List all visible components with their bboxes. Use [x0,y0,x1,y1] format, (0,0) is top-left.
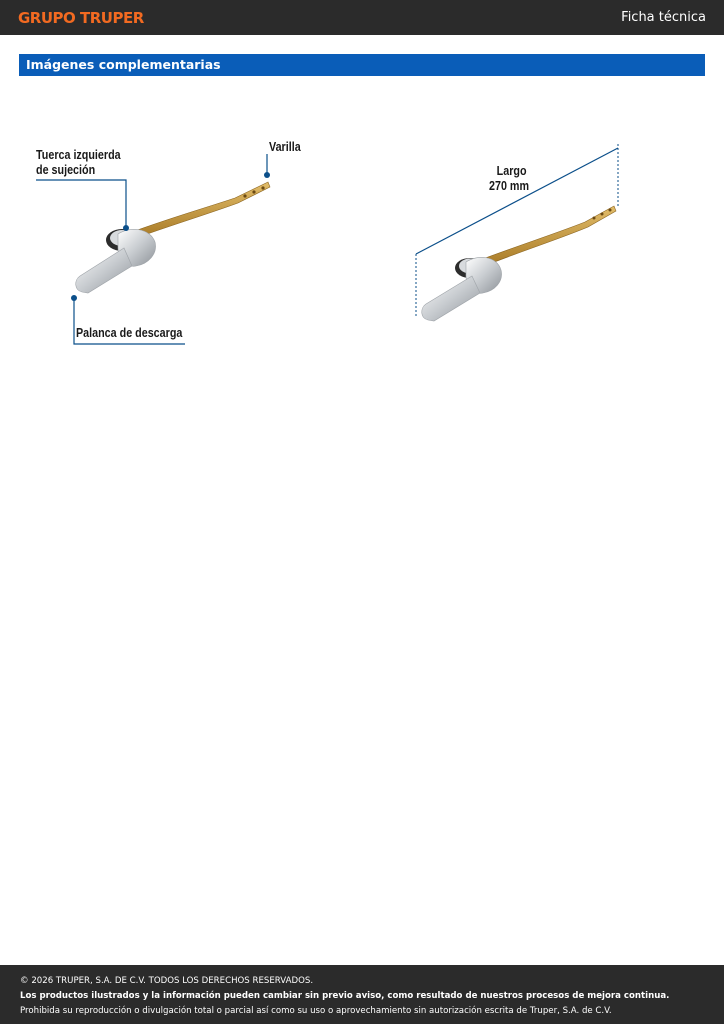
callout-lever-line [71,295,185,345]
lever-body-icon [75,229,156,294]
brand-logo: GRUPO TRUPER [18,8,144,27]
document-type: Ficha técnica [621,10,706,25]
label-nut: Tuerca izquierda de sujeción [36,148,121,178]
label-length: Largo 270 mm [489,164,529,194]
label-nut-line2: de sujeción [36,163,96,177]
dimension-line-icon [415,144,619,316]
callout-nut-line [36,179,129,231]
figure-annotated-parts: Tuerca izquierda de sujeción Varilla Pal… [20,130,310,360]
footer-notice: Los productos ilustrados y la informació… [20,991,670,1001]
rod-icon [479,205,617,267]
flush-lever-dimension-illustration [415,144,619,322]
section-heading: Imágenes complementarias [19,54,705,76]
flush-lever-illustration [36,154,271,345]
label-rod: Varilla [269,140,301,154]
label-nut-line1: Tuerca izquierda [36,148,121,162]
footer: © 2026 TRUPER, S.A. DE C.V. TODOS LOS DE… [0,965,724,1024]
lever-body-icon [421,257,502,322]
callout-rod-line [264,154,270,178]
figure-dimension: Largo 270 mm [400,130,640,340]
label-length-line2: 270 mm [489,179,530,193]
label-length-line1: Largo [496,164,527,178]
footer-copyright: © 2026 TRUPER, S.A. DE C.V. TODOS LOS DE… [20,976,314,986]
rod-icon [131,181,271,239]
label-lever: Palanca de descarga [76,326,183,340]
header-bar: GRUPO TRUPER Ficha técnica [0,0,724,35]
footer-prohibition: Prohibida su reproducción o divulgación … [20,1006,612,1016]
